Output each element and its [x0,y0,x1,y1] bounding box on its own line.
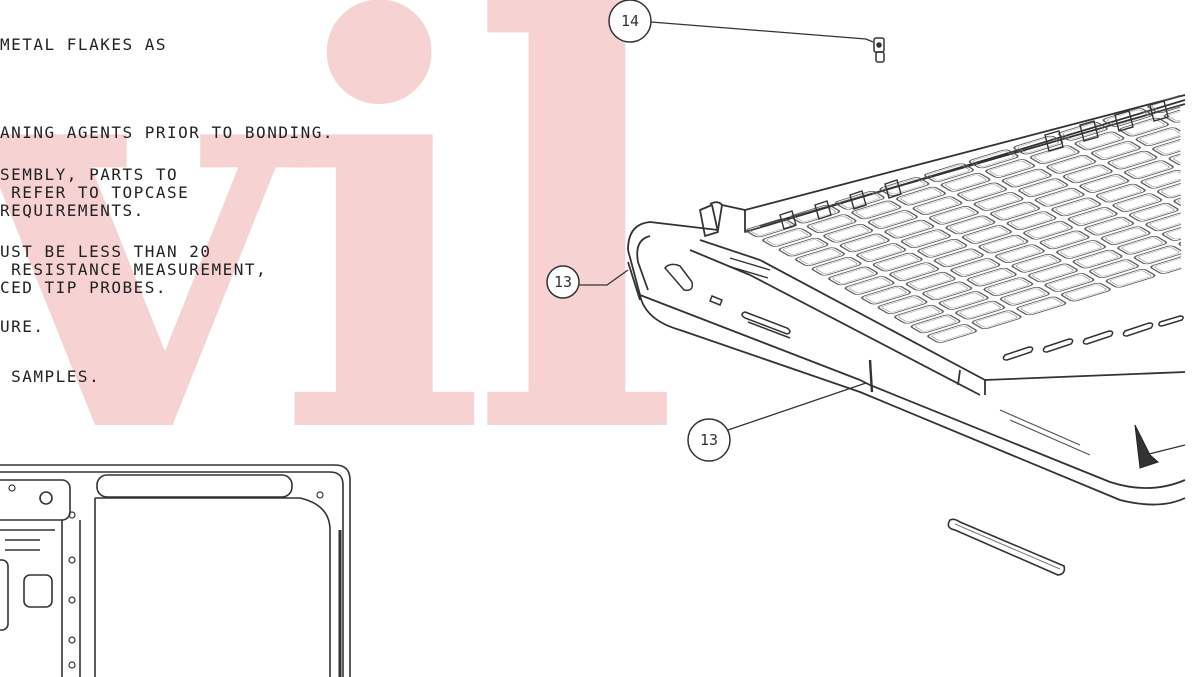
note-line-cleaning-agents: ANING AGENTS PRIOR TO BONDING. [0,123,334,142]
note-line-samples: SAMPLES. [0,367,101,386]
strip-part [947,518,1066,576]
callout-13-upper: 13 [546,265,629,299]
callout-14-label: 14 [621,12,639,30]
callout-13-lower-bubble [687,418,731,462]
rear-clips [727,100,1169,279]
note-line-ure: URE. [0,317,45,336]
front-corner [999,409,1186,469]
callout-13-lower-label: 13 [700,431,718,449]
keyboard-web [745,92,1182,346]
callout-13-lower: 13 [687,382,867,462]
bottom-view [0,464,351,677]
note-line-resistance: UST BE LESS THAN 20 RESISTANCE MEASUREME… [0,242,268,297]
callout-13-upper-label: 13 [554,273,572,291]
side-vent-slots [664,263,1184,361]
screw-part [873,37,885,63]
topcase-body [627,94,1186,506]
callout-13-upper-bubble [546,265,580,299]
callout-14-bubble [608,0,652,43]
callout-14-leader [650,21,874,43]
callout-13-lower-leader [727,382,867,431]
callout-14: 14 [608,0,874,43]
callout-13-upper-leader [579,269,629,286]
note-line-metal-flakes: METAL FLAKES AS [0,35,167,54]
note-line-assembly: SEMBLY, PARTS TO REFER TO TOPCASE REQUIR… [0,165,190,220]
